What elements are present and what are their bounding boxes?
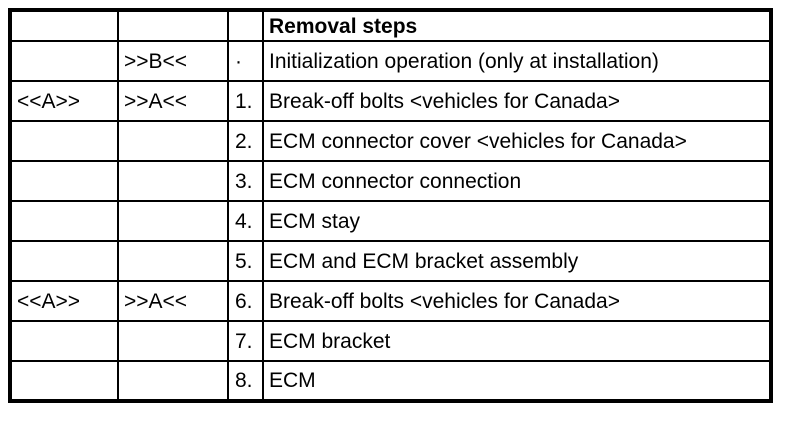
document-page: Removal steps >>B<< · Initialization ope… (8, 8, 773, 403)
table-row: <<A>> >>A<< 1. Break-off bolts <vehicles… (9, 80, 772, 122)
marker-b-cell: >>A<< (117, 80, 229, 122)
header-row: Removal steps (9, 9, 772, 42)
marker-a-cell (9, 120, 119, 162)
marker-b-cell: >>A<< (117, 280, 229, 322)
marker-a-cell: <<A>> (9, 280, 119, 322)
table-body: >>B<< · Initialization operation (only a… (9, 40, 772, 402)
marker-b-cell (117, 320, 229, 362)
marker-b-cell (117, 200, 229, 242)
header-number-cell (227, 9, 264, 42)
step-description-cell: ECM bracket (262, 320, 772, 362)
marker-b-cell (117, 240, 229, 282)
marker-a-cell (9, 360, 119, 402)
table-row: 2. ECM connector cover <vehicles for Can… (9, 120, 772, 162)
step-number-cell: 5. (227, 240, 264, 282)
table-row: >>B<< · Initialization operation (only a… (9, 40, 772, 82)
step-description-cell: ECM stay (262, 200, 772, 242)
step-description-cell: ECM connector cover <vehicles for Canada… (262, 120, 772, 162)
header-marker-a-cell (9, 9, 119, 42)
marker-a-cell (9, 240, 119, 282)
marker-a-cell (9, 200, 119, 242)
table-row: 3. ECM connector connection (9, 160, 772, 202)
marker-a-cell: <<A>> (9, 80, 119, 122)
step-number-cell: 1. (227, 80, 264, 122)
step-description-cell: ECM (262, 360, 772, 402)
marker-b-cell (117, 360, 229, 402)
marker-a-cell (9, 320, 119, 362)
step-number-cell: 2. (227, 120, 264, 162)
table-row: 5. ECM and ECM bracket assembly (9, 240, 772, 282)
step-number-cell: 8. (227, 360, 264, 402)
step-number-cell: 7. (227, 320, 264, 362)
step-description-cell: ECM connector connection (262, 160, 772, 202)
marker-a-cell (9, 160, 119, 202)
marker-b-cell (117, 120, 229, 162)
header-title: Removal steps (262, 9, 772, 42)
marker-b-cell: >>B<< (117, 40, 229, 82)
step-description-cell: Initialization operation (only at instal… (262, 40, 772, 82)
header-marker-b-cell (117, 9, 229, 42)
step-description-cell: Break-off bolts <vehicles for Canada> (262, 280, 772, 322)
step-number-cell: 4. (227, 200, 264, 242)
table-row: 4. ECM stay (9, 200, 772, 242)
step-description-cell: Break-off bolts <vehicles for Canada> (262, 80, 772, 122)
step-number-cell: 6. (227, 280, 264, 322)
table-row: 8. ECM (9, 360, 772, 402)
marker-b-cell (117, 160, 229, 202)
step-number-cell: 3. (227, 160, 264, 202)
step-description-cell: ECM and ECM bracket assembly (262, 240, 772, 282)
table-row: 7. ECM bracket (9, 320, 772, 362)
table-row: <<A>> >>A<< 6. Break-off bolts <vehicles… (9, 280, 772, 322)
step-number-cell: · (227, 40, 264, 82)
removal-steps-table: Removal steps >>B<< · Initialization ope… (8, 8, 773, 403)
marker-a-cell (9, 40, 119, 82)
